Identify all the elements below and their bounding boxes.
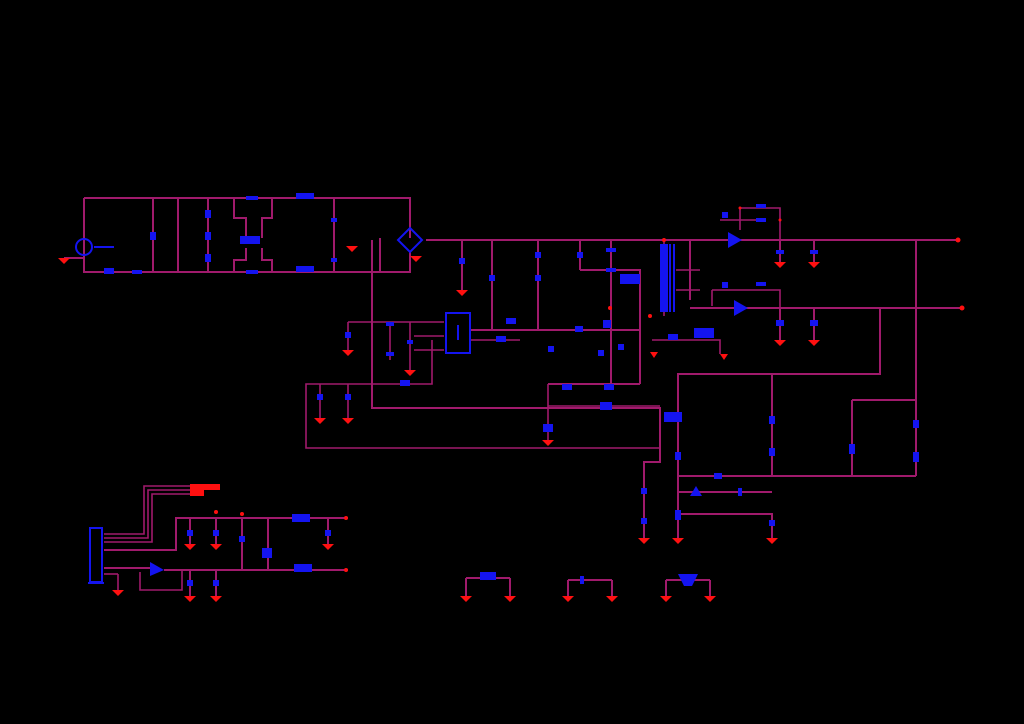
input-filter-wires	[64, 197, 960, 273]
bottom-symbols	[465, 572, 711, 596]
output-components	[722, 204, 818, 326]
ground-symbols	[58, 246, 820, 602]
feedback-wires	[643, 374, 916, 538]
bridge-rectifier	[396, 226, 424, 254]
feedback-components	[641, 412, 919, 526]
connector	[88, 527, 104, 584]
input-connector	[75, 238, 114, 256]
connector-components	[150, 484, 331, 586]
filter-components	[104, 193, 337, 274]
connector-wires	[104, 485, 348, 596]
junction-dots	[214, 206, 965, 572]
transformer	[660, 244, 675, 312]
control-ic	[445, 312, 471, 354]
control-components	[317, 248, 714, 432]
